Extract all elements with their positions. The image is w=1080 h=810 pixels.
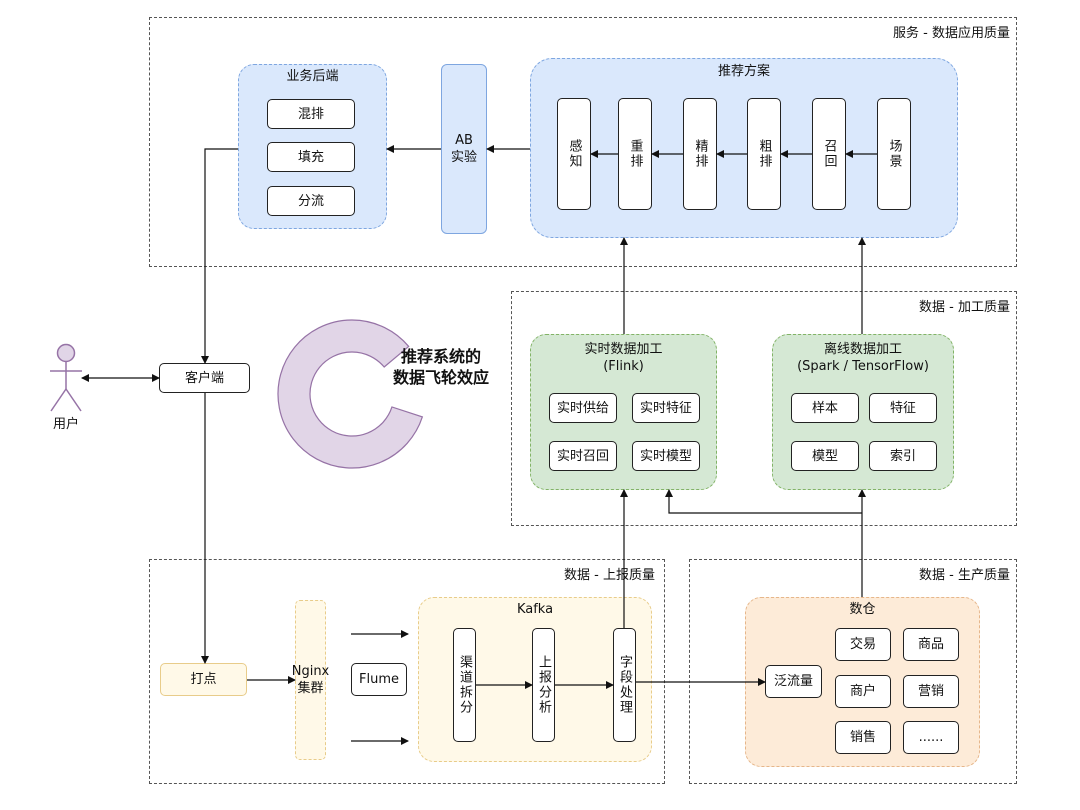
offline-item-index: 索引 xyxy=(869,441,937,471)
reporting-quality-frame xyxy=(149,559,665,784)
kafka-stage-field-processing: 字段处理 xyxy=(613,628,636,742)
flume-box: Flume xyxy=(351,663,407,696)
warehouse-item-merchant: 商户 xyxy=(835,675,891,708)
stage-coarse-rank: 粗排 xyxy=(747,98,781,210)
stage-scene: 场景 xyxy=(877,98,911,210)
backend-item-filling: 填充 xyxy=(267,142,355,172)
tracking-box: 打点 xyxy=(160,663,247,696)
kafka-stage-channel-split: 渠道拆分 xyxy=(453,628,476,742)
recommend-plan-title: 推荐方案 xyxy=(717,64,770,79)
processing-quality-frame xyxy=(511,291,1017,526)
warehouse-title: 数仓 xyxy=(849,602,876,617)
offline-item-model: 模型 xyxy=(791,441,859,471)
backend-item-mixing: 混排 xyxy=(267,99,355,129)
warehouse-item-goods: 商品 xyxy=(903,628,959,661)
client-box: 客户端 xyxy=(159,363,250,393)
nginx-cluster-box: Nginx 集群 xyxy=(292,600,329,760)
flywheel-ring-icon xyxy=(277,319,424,469)
stage-rerank: 重排 xyxy=(618,98,652,210)
processing-quality-frame-title: 数据 - 加工质量 xyxy=(919,300,1010,315)
reporting-quality-frame-title: 数据 - 上报质量 xyxy=(564,568,655,583)
production-quality-frame xyxy=(689,559,1017,784)
stage-recall: 召回 xyxy=(812,98,846,210)
offline-item-sample: 样本 xyxy=(791,393,859,423)
service-quality-frame-title: 服务 - 数据应用质量 xyxy=(893,26,1010,41)
kafka-stage-report-analysis: 上报分析 xyxy=(532,628,555,742)
warehouse-item-marketing: 营销 xyxy=(903,675,959,708)
warehouse-input-traffic: 泛流量 xyxy=(765,665,822,698)
realtime-processing-title: 实时数据加工 (Flink) xyxy=(584,342,663,374)
warehouse-item-trade: 交易 xyxy=(835,628,891,661)
flywheel-caption: 推荐系统的 数据飞轮效应 xyxy=(392,347,489,387)
offline-item-feature: 特征 xyxy=(869,393,937,423)
kafka-title: Kafka xyxy=(516,602,554,617)
business-backend-title: 业务后端 xyxy=(286,69,339,84)
ab-test-box: AB 实验 xyxy=(441,64,487,234)
backend-item-splitting: 分流 xyxy=(267,186,355,216)
user-label: 用户 xyxy=(52,417,79,432)
realtime-item-feature: 实时特征 xyxy=(632,393,700,423)
warehouse-item-sales: 销售 xyxy=(835,721,891,754)
stage-perception: 感知 xyxy=(557,98,591,210)
production-quality-frame-title: 数据 - 生产质量 xyxy=(919,568,1010,583)
user-person-icon xyxy=(50,343,82,412)
realtime-item-model: 实时模型 xyxy=(632,441,700,471)
realtime-item-recall: 实时召回 xyxy=(549,441,617,471)
realtime-item-supply: 实时供给 xyxy=(549,393,617,423)
offline-processing-title: 离线数据加工 (Spark / TensorFlow) xyxy=(797,342,929,374)
stage-fine-rank: 精排 xyxy=(683,98,717,210)
warehouse-item-more: ...... xyxy=(903,721,959,754)
service-quality-frame xyxy=(149,17,1017,267)
